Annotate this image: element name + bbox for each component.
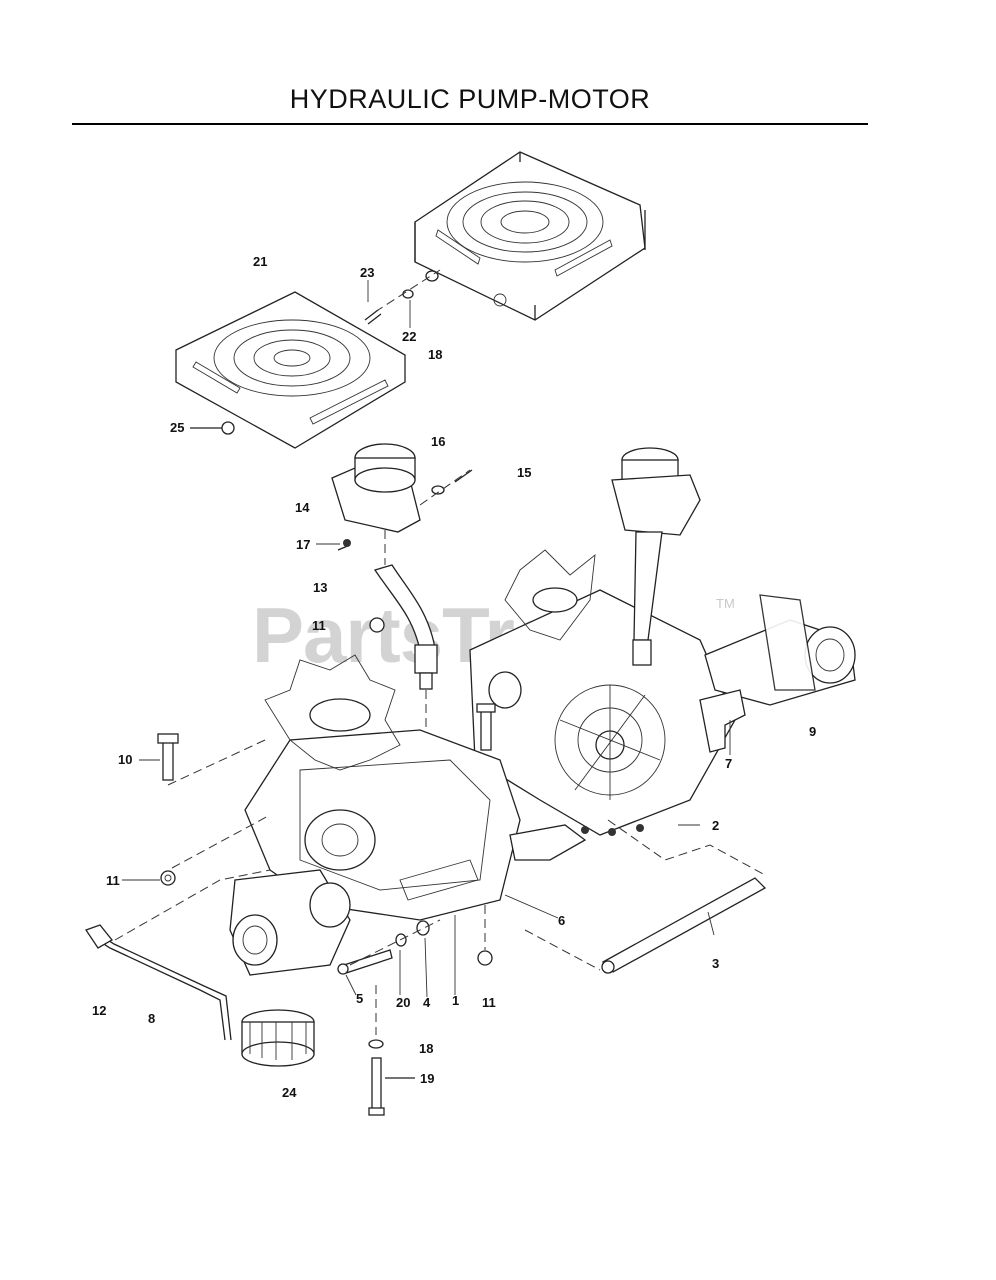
callout-8: 8	[148, 1011, 155, 1026]
callout-25: 25	[170, 420, 184, 435]
fastener-hardware-top	[190, 269, 441, 435]
leader-lines	[122, 280, 731, 998]
callout-4: 4	[423, 995, 431, 1010]
drive-shaft	[524, 819, 767, 974]
callout-11-bottom: 11	[482, 995, 496, 1010]
callout-21: 21	[253, 254, 267, 269]
oil-reservoir-right	[611, 447, 701, 666]
callout-16: 16	[431, 434, 445, 449]
callout-3: 3	[712, 956, 719, 971]
callout-17: 17	[296, 537, 310, 552]
bolt-washer-set	[337, 919, 441, 975]
callout-18-top: 18	[428, 347, 442, 362]
callout-9: 9	[809, 724, 816, 739]
callout-22: 22	[402, 329, 416, 344]
callout-14: 14	[295, 500, 310, 515]
fan-shroud-left	[175, 291, 406, 449]
callout-5: 5	[356, 991, 363, 1006]
page-title: HYDRAULIC PUMP-MOTOR	[289, 84, 651, 114]
watermark-trademark: TM	[716, 596, 735, 611]
hydrostatic-unit-left	[157, 617, 587, 976]
callout-12: 12	[92, 1003, 106, 1018]
reservoir-hose	[373, 530, 438, 740]
control-rod	[84, 869, 271, 1041]
callout-19: 19	[420, 1071, 434, 1086]
callout-7: 7	[725, 756, 732, 771]
fan-shroud-right	[414, 151, 646, 321]
callout-18-bottom: 18	[419, 1041, 433, 1056]
callout-6: 6	[558, 913, 565, 928]
callout-2: 2	[712, 818, 719, 833]
callout-11-top: 11	[312, 618, 326, 633]
callout-24: 24	[282, 1085, 297, 1100]
callout-labels: 21 23 22 18 25 16 15 14 17 13 11 9 10 7 …	[92, 254, 816, 1100]
callout-15: 15	[517, 465, 531, 480]
callout-10: 10	[118, 752, 132, 767]
callout-11-left: 11	[106, 873, 120, 888]
callout-13: 13	[313, 580, 327, 595]
hydrostatic-unit-right	[469, 549, 856, 836]
drain-bolt-set	[368, 985, 415, 1116]
callout-20: 20	[396, 995, 410, 1010]
oil-filter	[241, 1009, 315, 1067]
oil-reservoir-left	[331, 443, 473, 551]
callout-23: 23	[360, 265, 374, 280]
callout-1: 1	[452, 993, 459, 1008]
title-rule	[72, 123, 868, 125]
